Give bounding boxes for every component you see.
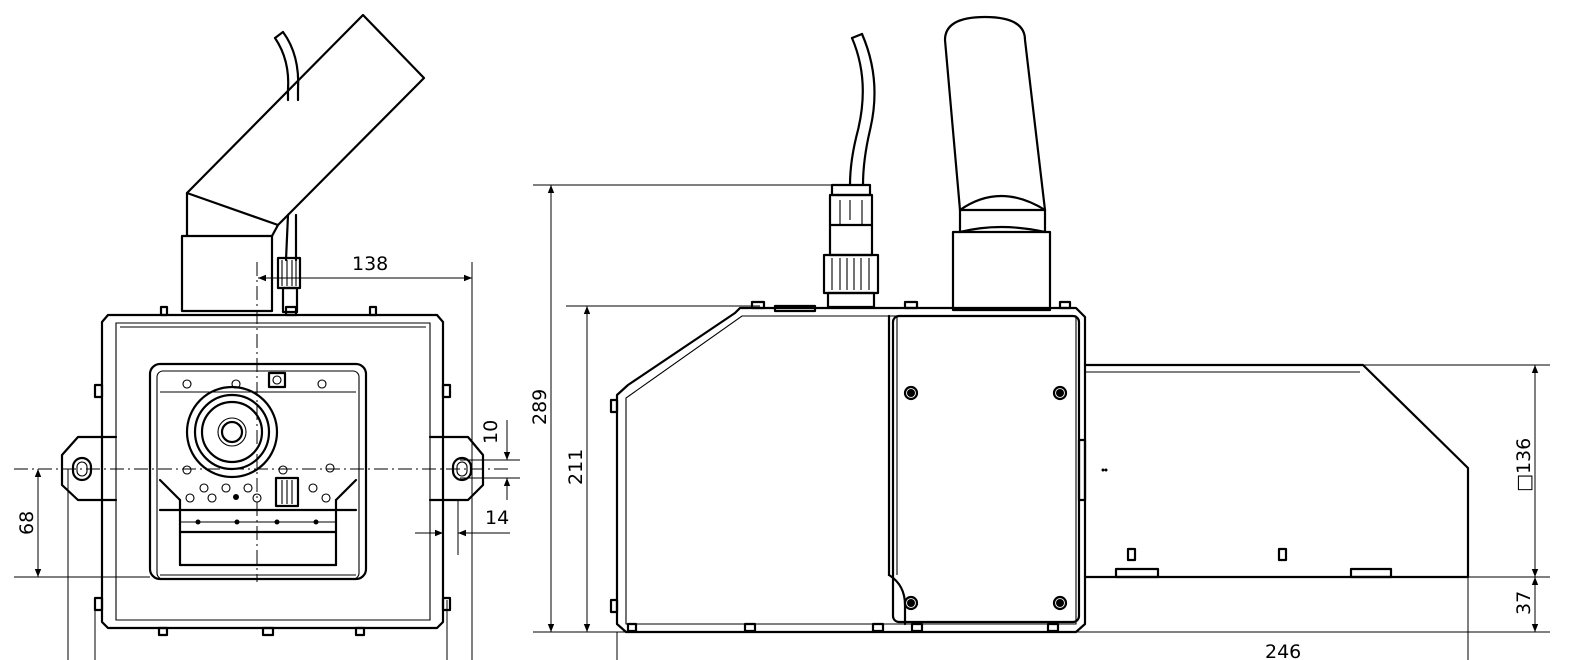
dimension-211-label: 211	[565, 449, 587, 485]
front-view: 138 10 14 68	[14, 13, 520, 660]
dimension-289-label: 289	[529, 389, 551, 425]
front-cable	[273, 30, 302, 314]
dimension-289: 289	[529, 184, 1085, 633]
side-cable-connector	[822, 32, 880, 309]
dimension-138: 138	[258, 253, 473, 469]
side-feed-pipe	[943, 15, 1052, 312]
dimension-10: 10	[460, 420, 520, 500]
dimension-37-label: 37	[1513, 591, 1535, 615]
dimension-14: 14	[415, 500, 510, 555]
dimension-14-label: 14	[485, 507, 509, 529]
dimension-37: 37	[1085, 577, 1550, 633]
front-feed-pipe	[180, 13, 426, 313]
side-view: 289 211 □136 37 246	[529, 15, 1550, 660]
dimension-246-label: 246	[1265, 641, 1301, 660]
dimension-246: 246	[616, 577, 1469, 660]
dimension-68: 68	[14, 469, 150, 578]
front-burner-head	[148, 362, 368, 581]
dimension-136-label: □136	[1513, 438, 1535, 492]
dimension-211: 211	[565, 305, 760, 632]
front-housing	[93, 305, 452, 637]
dimension-136: □136	[1363, 364, 1550, 578]
side-main-housing	[609, 300, 1087, 634]
side-burner-tube	[1083, 363, 1470, 579]
dimension-138-label: 138	[352, 253, 388, 275]
dimension-10-label: 10	[480, 420, 502, 444]
dimension-68-label: 68	[16, 511, 38, 535]
